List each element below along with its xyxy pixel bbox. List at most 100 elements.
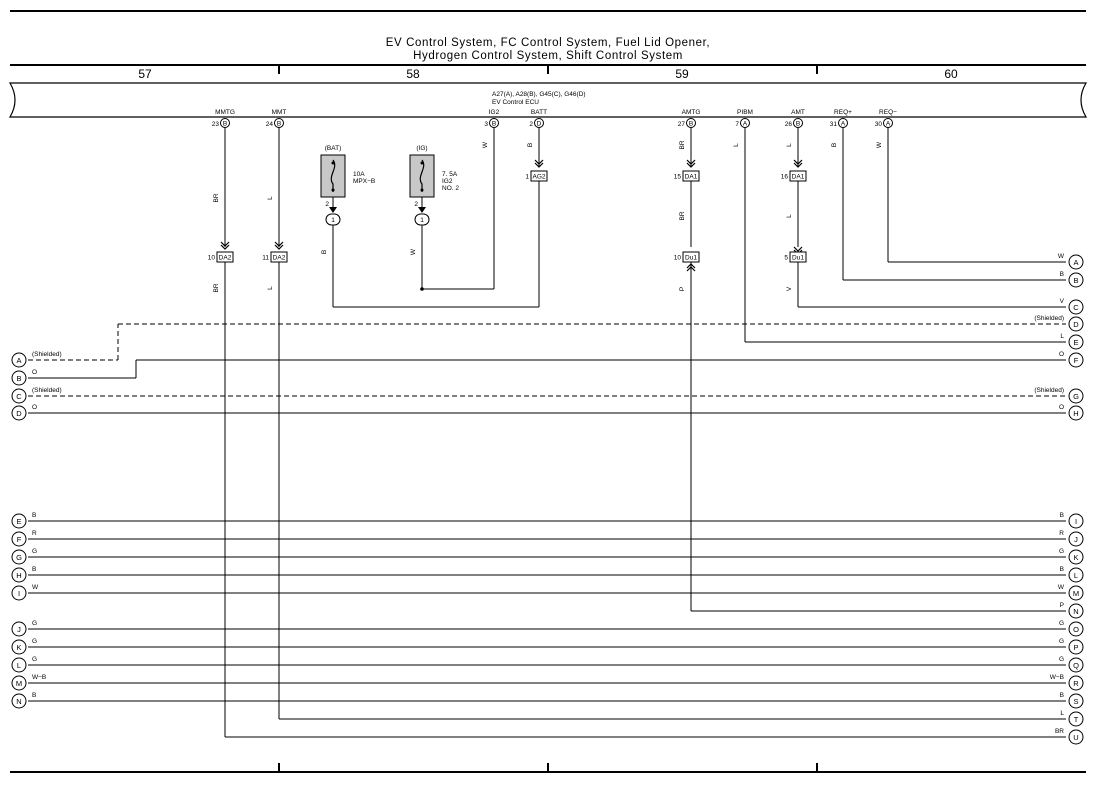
ecu-pin-circle [793,118,803,128]
bottom-ticks [278,763,818,772]
connector-box [682,170,700,182]
terminal-letter: S [1073,697,1078,706]
connector-box [216,251,234,263]
terminal-wire-label: G [32,656,37,663]
terminal-letter: Q [1073,661,1079,670]
junction-number: 1 [331,217,335,224]
terminal-wire-label: W [1058,253,1065,260]
terminal-left-g: GG [11,548,37,565]
ecu-pin-circle [534,118,544,128]
arrow-down-icon [329,207,337,213]
terminal-wire-label: B [32,512,36,519]
terminal-circle [1068,334,1084,350]
junction-connector [325,213,341,226]
terminal-circle [1068,567,1084,583]
terminal-left-b: BO [11,369,37,386]
connector-pin-number: 10 [208,255,216,262]
wire-color-label: BR [213,193,220,202]
wire-color-label: L [267,196,274,200]
junction-number: 1 [420,217,424,224]
connector-box [789,170,807,182]
ecu-pin-name: REQ+ [834,109,852,116]
terminal-wire-label: G [1059,638,1064,645]
terminal-letter: A [1073,258,1078,267]
terminal-wire-label: B [32,692,36,699]
splice-point [420,287,424,291]
terminal-letter: E [16,517,21,526]
fuse-name: MPX−B [353,178,375,185]
terminal-circle [1068,352,1084,368]
ecu-pin-circle [274,118,284,128]
wire-color-label: L [267,286,274,290]
connector-id: DA2 [273,255,286,262]
ecu-connector-list: A27(A), A28(B), G45(C), G46(D) [492,91,586,98]
ecu-pin-number: 23 [212,121,220,128]
terminal-letter: H [1073,409,1078,418]
connector-arrows [220,159,803,272]
terminal-letter: U [1073,733,1078,742]
terminal-circle [11,693,27,709]
section-number: 59 [675,67,689,81]
terminal-circle [1068,657,1084,673]
terminal-right-e: EL [1060,333,1084,350]
connector-pin-number: 11 [262,255,269,262]
terminal-wire-label: G [1059,620,1064,627]
section-number: 60 [944,67,958,81]
arrow-down-icon [418,207,426,213]
fuse-supply-label: (IG) [416,145,427,152]
connector-pin-number: 10 [674,255,682,262]
title-line-1: EV Control System, FC Control System, Fu… [386,37,710,49]
terminal-right-k: KG [1059,548,1084,565]
terminal-letter: J [17,625,21,634]
terminal-circle [11,405,27,421]
terminal-letter: I [18,589,20,598]
ecu-pin-number: 2 [529,121,533,128]
ecu-pin-number: 7 [735,121,739,128]
terminal-wire-label: O [1059,351,1064,358]
terminal-circle [1068,639,1084,655]
terminal-right-o: OG [1059,620,1084,637]
ecu-pin-connector: B [689,121,693,128]
terminal-left-n: NB [11,692,36,709]
ecu-pin-connector: A [886,121,891,128]
terminal-wire-label: (Shielded) [32,387,62,394]
wire-color-label: BR [213,283,220,292]
terminal-wire-label: W [32,584,39,591]
terminal-letter: M [16,679,22,688]
connector-box [270,251,288,263]
terminal-letter: I [1075,517,1077,526]
wire-color-label: L [786,214,793,218]
terminal-right-g: G(Shielded) [1034,387,1084,404]
ecu-pin-circle [740,118,750,128]
terminal-wire-label: P [1060,602,1064,609]
terminal-circle [11,567,27,583]
terminal-right-b: BB [1060,271,1084,288]
terminal-letter: F [17,535,22,544]
terminal-circle [11,621,27,637]
terminal-circle [1068,299,1084,315]
terminal-letter: L [1074,571,1078,580]
connector-pin-number: 16 [781,174,789,181]
ecu-pin-number: 24 [266,121,274,128]
terminal-circle [1068,585,1084,601]
wire-color-label: B [831,143,838,147]
terminal-circle [1068,316,1084,332]
terminal-circle [1068,603,1084,619]
fuse-name-2: NO. 2 [442,185,459,192]
connector-id: Du1 [792,255,804,262]
terminal-wire-label: (Shielded) [32,351,62,358]
terminal-wire-label: G [1059,548,1064,555]
terminal-left-i: IW [11,584,39,601]
terminal-left-e: EB [11,512,36,529]
connector-id: Du1 [685,255,697,262]
right-terminals: AWBBCVD(Shielded)ELFOG(Shielded)HOIBJRKG… [1034,253,1084,745]
